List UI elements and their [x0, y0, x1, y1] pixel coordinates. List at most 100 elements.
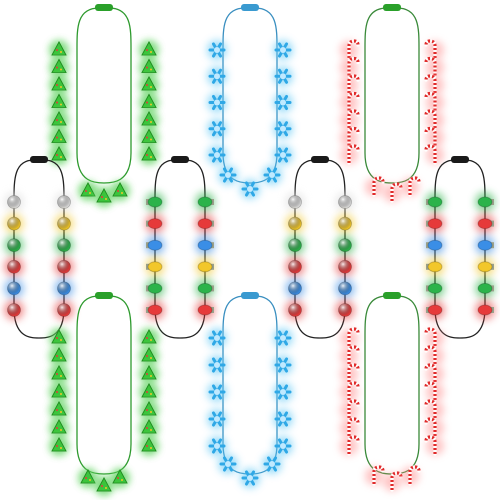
cane-stripes [347, 126, 360, 146]
cane-stripes [347, 381, 360, 400]
cane-stripes [372, 176, 385, 195]
tree-ornament [141, 93, 157, 108]
snowflake-center [214, 73, 220, 80]
snowflake-center [225, 172, 231, 178]
tree-ornament-dot [60, 339, 62, 341]
cane-stripes [424, 381, 437, 400]
candy-cane-ornament [408, 465, 421, 486]
tree-ornament [141, 383, 157, 398]
cane-stripes [424, 144, 437, 163]
bulb-glass [147, 304, 163, 316]
tree-ornament-dot [56, 154, 58, 156]
tree-ornament-dot [56, 49, 58, 51]
tree-ornament-dot [60, 121, 62, 123]
snowflake-center [214, 335, 220, 341]
necklace-clasp [30, 156, 48, 163]
necklace-string [364, 295, 420, 475]
bulb-ornament [477, 239, 494, 251]
snowflake-ornament [274, 438, 292, 454]
bulb-glass [427, 196, 443, 208]
candy-cane-ornament [424, 345, 437, 366]
cane-stripes [347, 417, 360, 436]
necklace-string [222, 295, 278, 475]
tree-ornament-dot [60, 357, 62, 359]
snowflake-ornament [274, 121, 292, 137]
tree-ornament-dot [85, 477, 87, 479]
tree-ornament [51, 128, 67, 143]
necklace-clasp [241, 292, 259, 299]
snowflake-center [280, 416, 286, 422]
candy-cane-ornament [424, 109, 437, 130]
bulb-glass [147, 261, 163, 273]
bell-shine [288, 217, 302, 231]
snowflake-ornament [208, 330, 226, 346]
bulb-glass [427, 304, 443, 316]
tree-ornament-dot [150, 429, 152, 431]
necklace-string [76, 295, 132, 475]
bell-shine [338, 195, 352, 209]
bulb-glass [147, 282, 163, 294]
tree-ornament-dot [56, 136, 58, 139]
bulb-glass [147, 196, 163, 208]
candy-cane-ornament [424, 381, 437, 402]
bulb-glass [147, 239, 163, 251]
bulb-glass [147, 218, 163, 230]
bell-shine [338, 217, 352, 231]
tree-ornament [51, 111, 67, 126]
tree-ornament [51, 93, 67, 108]
snowflake-ornament [274, 357, 292, 373]
tree-ornament [51, 347, 67, 362]
candy-cane-ornament [347, 144, 360, 165]
tree-ornament-dot [146, 409, 148, 411]
candy-cane-ornament [372, 176, 385, 197]
bulb-ornament [146, 196, 163, 208]
cane-stripes [390, 182, 403, 201]
snowflake-ornament [263, 456, 281, 472]
candy-cane-ornament [424, 417, 437, 438]
bulb-glass [477, 196, 493, 208]
snowflake-center [214, 152, 220, 158]
tree-ornament-dot [146, 84, 148, 86]
bulb-necklace [425, 156, 495, 339]
snowflake-center [214, 443, 220, 449]
candy-cane-necklace [340, 4, 444, 203]
snowflake-center [280, 99, 286, 106]
tree-ornament-dot [56, 391, 58, 393]
bulb-glass [427, 218, 443, 230]
bulb-ornament [426, 304, 443, 316]
snowflake-ornament [274, 68, 292, 84]
cane-stripes [424, 345, 437, 364]
snowflake-ornament [208, 384, 226, 400]
tree-ornament-dot [121, 479, 123, 481]
candy-cane-ornament [347, 91, 360, 113]
bell-shine [338, 303, 352, 317]
bulb-glass [427, 282, 443, 294]
cane-stripes [424, 39, 437, 58]
tree-ornament-dot [89, 192, 91, 194]
snowflake-ornament [219, 167, 237, 183]
cane-stripes [347, 435, 360, 454]
bell-shine [7, 260, 21, 274]
tree-ornament [141, 365, 157, 380]
cane-stripes [424, 109, 437, 128]
tree-ornament-dot [150, 375, 152, 377]
candy-cane-ornament [424, 144, 437, 165]
tree-ornament-dot [60, 429, 62, 431]
bulb-glass [197, 218, 213, 230]
snowflake-center [280, 389, 286, 395]
snowflake-ornament [208, 411, 226, 427]
tree-ornament-dot [85, 190, 87, 192]
tree-ornament-dot [56, 101, 58, 104]
candy-cane-ornament [347, 56, 360, 78]
necklace-string [76, 7, 132, 184]
candy-cane-ornament [424, 91, 437, 113]
necklace-clasp [383, 4, 401, 11]
bell-shine [57, 238, 71, 252]
snowflake-ornament [274, 330, 292, 346]
snowflake-center [269, 172, 275, 178]
tree-ornament [80, 469, 96, 484]
necklace-clasp [311, 156, 329, 163]
tree-ornament [51, 383, 67, 398]
bell-shine [288, 195, 302, 209]
candy-cane-ornament [347, 381, 360, 402]
